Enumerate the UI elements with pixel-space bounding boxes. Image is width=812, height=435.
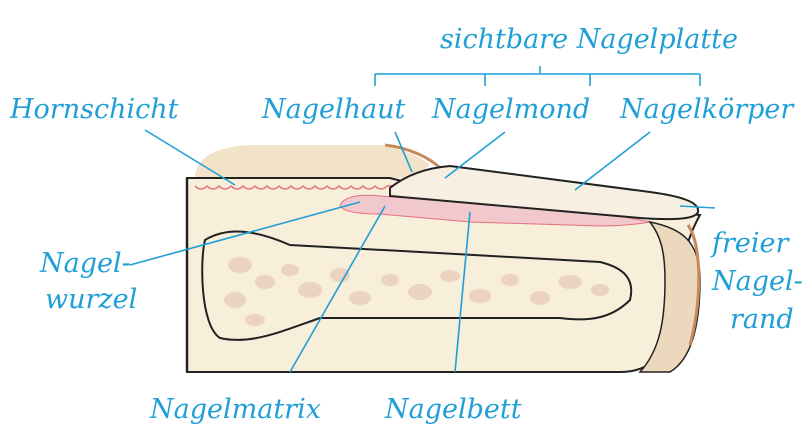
- label-nagelhaut: Nagelhaut: [261, 94, 405, 125]
- visible-plate-bracket: [375, 66, 700, 86]
- label-nagelmond: Nagelmond: [431, 94, 590, 125]
- label-wurzel: wurzel: [45, 284, 137, 315]
- label-freier: freier: [710, 228, 790, 259]
- label-hornschicht: Hornschicht: [9, 94, 179, 125]
- label-nagel-free: Nagel-: [711, 266, 803, 297]
- label-rand: rand: [730, 304, 794, 335]
- label-visible-nail-plate: sichtbare Nagelplatte: [440, 24, 738, 55]
- label-nagelkoerper: Nagelkörper: [619, 94, 795, 125]
- leader-nagelkoerper: [575, 132, 650, 190]
- label-nagelmatrix: Nagelmatrix: [149, 394, 321, 425]
- dorsal-skin: [195, 145, 430, 180]
- label-nagel-root: Nagel-: [39, 248, 131, 279]
- label-nagelbett: Nagelbett: [384, 394, 522, 425]
